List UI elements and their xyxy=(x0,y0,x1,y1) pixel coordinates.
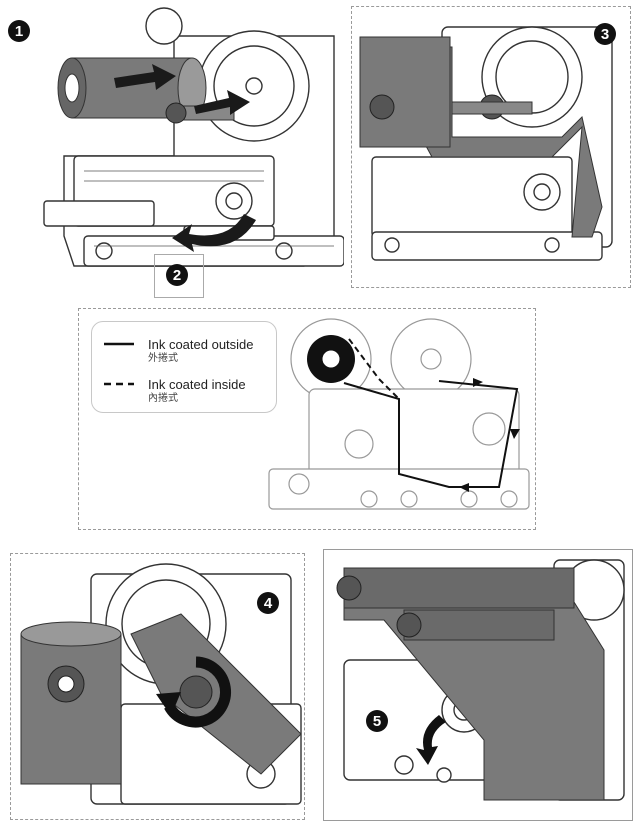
dashed-line-icon xyxy=(104,382,134,386)
solid-line-icon xyxy=(104,342,134,346)
legend-outside-sub: 外捲式 xyxy=(148,353,178,364)
step-2-callout xyxy=(154,254,204,298)
step-5-illustration xyxy=(336,559,625,801)
step-3-illustration xyxy=(359,26,613,261)
path-arrow-icon xyxy=(459,378,520,492)
step-5-badge: 5 xyxy=(366,710,388,732)
rotate-arrow-icon xyxy=(156,656,231,728)
step-4-panel: 4 xyxy=(10,553,305,820)
step-1-panel: 1 2 xyxy=(4,6,344,298)
ribbon-path-diagram xyxy=(268,318,530,510)
step-1-illustration xyxy=(43,7,344,267)
legend-inside: Ink coated inside 內捲式 xyxy=(104,378,246,406)
legend-outside-label: Ink coated outside xyxy=(148,337,254,352)
ribbon-roll-icon xyxy=(57,57,235,124)
legend-inside-label: Ink coated inside xyxy=(148,377,246,392)
legend-inside-sub: 內捲式 xyxy=(148,393,178,404)
rotate-arrow-icon xyxy=(172,214,256,252)
step-3-panel: 3 xyxy=(351,6,631,288)
step-4-badge: 4 xyxy=(257,592,279,614)
step-4-illustration xyxy=(20,563,302,805)
ribbon-legend: Ink coated outside 外捲式 Ink coated inside… xyxy=(91,321,277,413)
legend-outside: Ink coated outside 外捲式 xyxy=(104,338,254,366)
install-arrow-icon xyxy=(114,64,250,115)
rotate-arrow-icon xyxy=(416,715,446,765)
step-3-badge: 3 xyxy=(594,23,616,45)
step-1-badge: 1 xyxy=(8,20,30,42)
step-5-panel: 5 xyxy=(323,549,633,821)
step-2-badge: 2 xyxy=(166,264,188,286)
ribbon-path-panel: Ink coated outside 外捲式 Ink coated inside… xyxy=(78,308,536,530)
